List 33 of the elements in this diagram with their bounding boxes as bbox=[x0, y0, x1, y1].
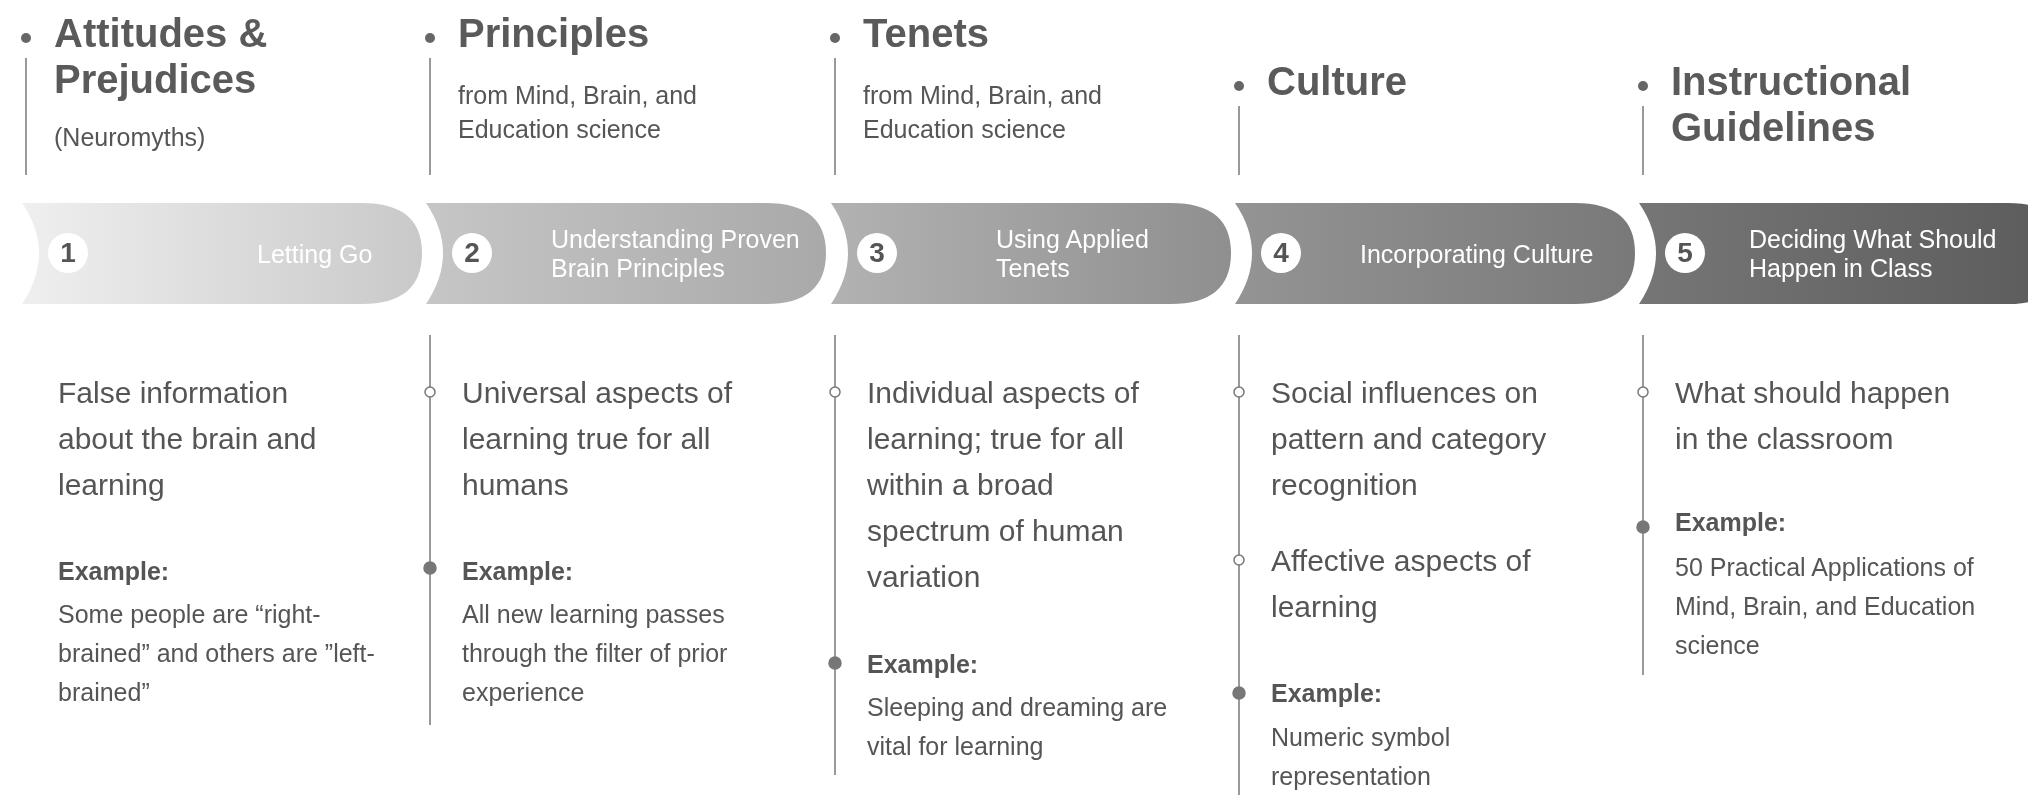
section-subtitle: from Mind, Brain, and Education science bbox=[458, 80, 698, 145]
chevron-step bbox=[1639, 203, 2028, 304]
example-heading: Example: bbox=[462, 556, 574, 587]
description-text: What should happen in the classroom bbox=[1675, 375, 1952, 457]
chevron-step bbox=[831, 203, 1231, 304]
chevron-step bbox=[1235, 203, 1635, 304]
description-text: Affective aspects of learning bbox=[1271, 543, 1532, 625]
section-heading: Attitudes & Prejudices bbox=[54, 10, 269, 102]
step-title: Understanding Proven Brain Principles bbox=[551, 224, 801, 283]
chevron-step bbox=[22, 203, 422, 304]
description-text: Individual aspects of learning; true for all within a broad spectrum of human variation bbox=[867, 375, 1140, 595]
example-text: 50 Practical Applications of Mind, Brain, and Education science bbox=[1675, 552, 1977, 661]
section-heading: Culture bbox=[1267, 58, 1408, 104]
step-title: Deciding What Should Happen in Class bbox=[1749, 224, 1998, 283]
step-title: Using Applied Tenets bbox=[996, 224, 1150, 283]
example-text: Numeric symbol representation bbox=[1271, 722, 1452, 792]
example-text: Some people are “right-brained” and others are ”left-brained” bbox=[58, 599, 376, 708]
example-heading: Example: bbox=[1675, 507, 1787, 538]
description-text: Universal aspects of learning true for all humans bbox=[462, 375, 734, 503]
chevron-step bbox=[426, 203, 826, 304]
section-subtitle: (Neuromyths) bbox=[54, 122, 207, 153]
section-subtitle: from Mind, Brain, and Education science bbox=[863, 80, 1103, 145]
example-heading: Example: bbox=[867, 649, 979, 680]
example-heading: Example: bbox=[1271, 678, 1383, 709]
description-text: Social influences on pattern and category recognition bbox=[1271, 375, 1548, 503]
section-heading: Instructional Guidelines bbox=[1671, 58, 1913, 150]
example-heading: Example: bbox=[58, 556, 170, 587]
step-title: Incorporating Culture bbox=[1360, 239, 1595, 268]
example-text: Sleeping and dreaming are vital for learning bbox=[867, 692, 1169, 762]
section-heading: Principles bbox=[458, 10, 651, 56]
example-text: All new learning passes through the filter of prior experience bbox=[462, 599, 729, 708]
section-heading: Tenets bbox=[863, 10, 990, 56]
description-text: False information about the brain and learning bbox=[58, 375, 318, 503]
